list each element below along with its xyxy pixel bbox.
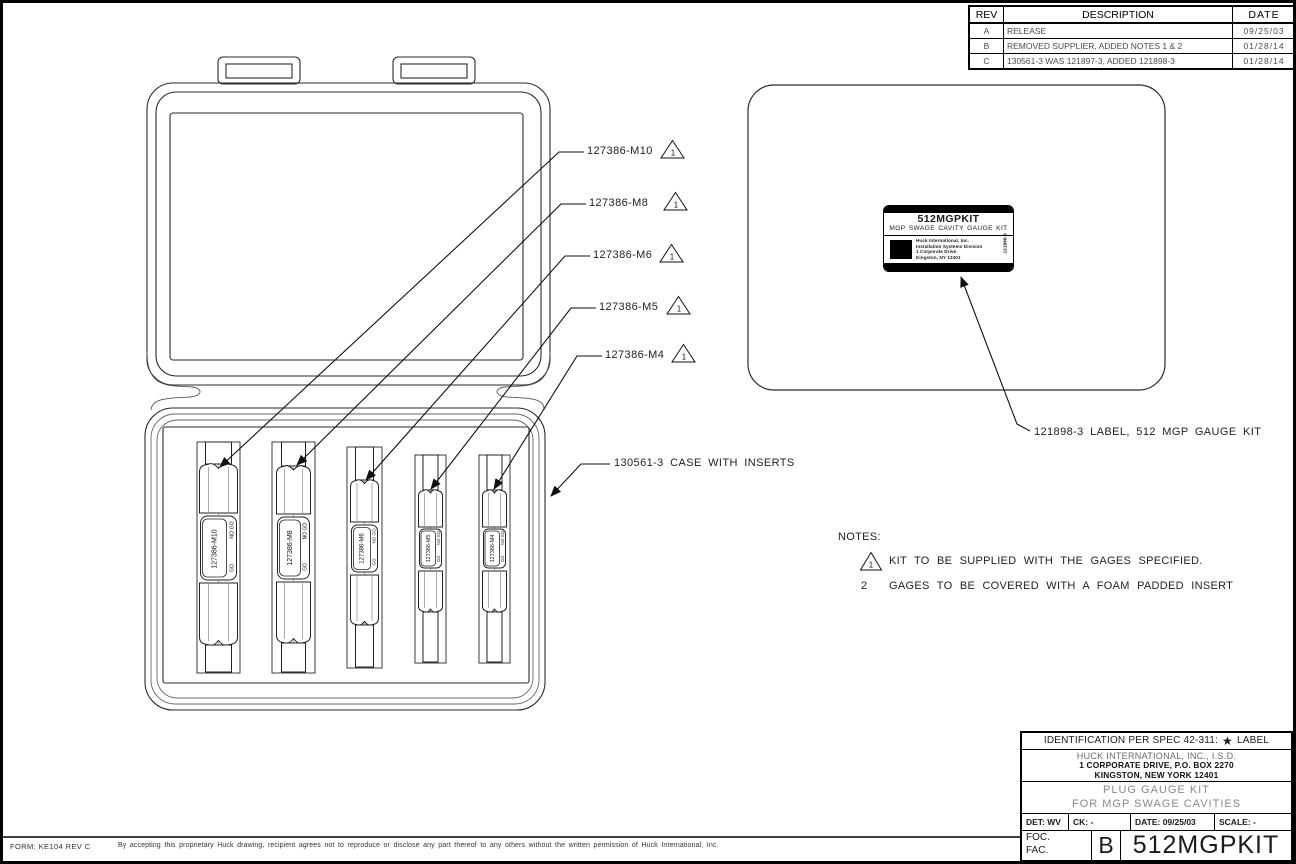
title-block-bottom-row: FOC. FAC. B 512MGPKIT: [1022, 831, 1291, 861]
gauge-m6-part-label: 127386-M6: [360, 533, 366, 564]
callout-gauge-m10: 127386-M10: [587, 145, 653, 157]
callout-gauge-m6: 127386-M6: [593, 249, 653, 261]
callout-gauge-m4: 127386-M4: [605, 349, 665, 361]
callout-gauge-m8: 127386-M8: [589, 197, 649, 209]
gauge-m8: 127386-M8 NO GO GO: [276, 441, 311, 673]
sheet-size: B: [1092, 831, 1121, 861]
kit-label-body: Huck International, Inc. Installation Sy…: [884, 232, 1013, 260]
desc-col-header: DESCRIPTION: [1004, 7, 1233, 22]
callout-flag-2: 1: [674, 201, 679, 210]
revision-table-header: REV DESCRIPTION DATE: [970, 7, 1295, 23]
gauge-m10-go-mark: GO: [229, 564, 235, 572]
callout-flag-5: 1: [682, 353, 687, 362]
gauge-m5: 127386-M5 NO GO GO: [418, 454, 443, 663]
star-icon: ★: [1222, 733, 1234, 748]
huck-logo-icon: [890, 239, 912, 259]
gauge-m8-part-label: 127386-M8: [287, 530, 294, 566]
rev-value: B: [970, 39, 1004, 53]
callout-flag-4: 1: [677, 305, 682, 314]
foc-fac-cell: FOC. FAC.: [1022, 831, 1092, 861]
address-line: 1 Corporate Drive: [916, 249, 957, 254]
note-flag-triangles: [659, 139, 883, 571]
rev-col-header: REV: [970, 7, 1004, 22]
note-2-number: 2: [861, 580, 868, 592]
rev-date: 09/25/03: [1243, 26, 1285, 36]
revision-row-c: C 130561-3 WAS 121897-3, ADDED 121898-3 …: [970, 53, 1295, 68]
rev-desc: REMOVED SUPPLIER, ADDED NOTES 1 & 2: [1004, 39, 1233, 53]
note-2-text: GAGES TO BE COVERED WITH A FOAM PADDED I…: [889, 580, 1234, 592]
revision-row-a: A RELEASE 09/25/03: [970, 23, 1295, 38]
case-lid-outline: [146, 56, 551, 411]
kit-label-address: Huck International, Inc. Installation Sy…: [916, 238, 998, 260]
foc-label: FOC.: [1026, 832, 1050, 844]
note-1-text: KIT TO BE SUPPLIED WITH THE GAGES SPECIF…: [889, 555, 1203, 567]
kit-label: 512MGPKIT MGP SWAGE CAVITY GAUGE KIT Huc…: [883, 205, 1014, 272]
company-address: 1 CORPORATE DRIVE, P.O. BOX 2270: [1079, 760, 1234, 771]
callout-flag-1: 1: [671, 149, 676, 158]
address-line: Installation Systems Division: [916, 243, 983, 249]
callout-gauge-m5: 127386-M5: [599, 301, 659, 313]
form-number: FORM: KE104 REV C: [10, 842, 91, 851]
title-block-company-row: HUCK INTERNATIONAL, INC., I.S.D. 1 CORPO…: [1022, 750, 1291, 783]
gauge-m5-go-mark: GO: [436, 555, 441, 562]
drawing-title-line-2: FOR MGP SWAGE CAVITIES: [1071, 797, 1242, 810]
gauge-m5-nogo-mark: NO GO: [436, 530, 441, 545]
rev-value: C: [970, 54, 1004, 68]
det-field: DET: WV: [1022, 814, 1069, 831]
fac-label: FAC.: [1026, 844, 1049, 856]
rev-date: 01/28/14: [1243, 56, 1285, 66]
notes-heading: NOTES:: [838, 531, 881, 543]
title-block-drawing-title: PLUG GAUGE KIT FOR MGP SWAGE CAVITIES: [1022, 782, 1291, 815]
leader-lines: [219, 151, 1031, 497]
date-col-header: DATE: [1248, 8, 1280, 21]
ck-field: CK: -: [1069, 814, 1131, 831]
kit-label-title: 512MGPKIT: [917, 213, 980, 225]
address-line: Kingston, NY 12401: [916, 254, 961, 260]
title-block: IDENTIFICATION PER SPEC 42-311: ★ LABEL …: [1020, 731, 1293, 862]
revision-table: REV DESCRIPTION DATE A RELEASE 09/25/03 …: [968, 5, 1296, 70]
proprietary-disclaimer: By accepting this proprietary Huck drawi…: [118, 842, 719, 849]
kit-label-side-number: 121898-3: [1003, 232, 1009, 253]
company-city: KINGSTON, NEW YORK 12401: [1094, 769, 1219, 780]
callout-kit-label: 121898-3 LABEL, 512 MGP GAUGE KIT: [1034, 426, 1262, 438]
gauge-m4: 127386-M4 NO GO GO: [482, 454, 507, 663]
scale-field: SCALE: -: [1219, 817, 1256, 828]
kit-label-bottom-bar: [884, 263, 1013, 271]
label-word: LABEL: [1237, 735, 1270, 747]
case-closed-outline: [747, 84, 1166, 391]
rev-value: A: [970, 24, 1004, 38]
gauge-m8-go-mark: GO: [303, 563, 309, 571]
gauge-m8-nogo-mark: NO GO: [303, 523, 309, 540]
gauge-m10-nogo-mark: NO GO: [229, 521, 235, 538]
rev-desc: 130561-3 WAS 121897-3, ADDED 121898-3: [1004, 54, 1233, 68]
gauge-m6-nogo-mark: NO GO: [371, 528, 376, 544]
rev-date: 01/28/14: [1243, 41, 1285, 51]
identification-text: IDENTIFICATION PER SPEC 42-311:: [1043, 735, 1219, 747]
title-block-identification-row: IDENTIFICATION PER SPEC 42-311: ★ LABEL: [1022, 733, 1291, 750]
note-flag-1: 1: [869, 561, 874, 570]
callout-flag-3: 1: [670, 253, 675, 262]
gauge-m4-go-mark: GO: [500, 555, 505, 562]
gauge-m10-part-label: 127386-M10: [211, 529, 218, 568]
gauge-m5-part-label: 127386-M5: [426, 535, 432, 563]
gauge-m6: 127386-M6 NO GO GO: [350, 446, 379, 668]
drawing-title-line-1: PLUG GAUGE KIT: [1103, 784, 1210, 797]
company-name: HUCK INTERNATIONAL, INC., I.S.D.: [1076, 751, 1237, 762]
kit-label-subtitle: MGP SWAGE CAVITY GAUGE KIT: [884, 225, 1013, 236]
rev-desc: RELEASE: [1004, 24, 1233, 38]
callout-case: 130561-3 CASE WITH INSERTS: [614, 457, 795, 469]
gauge-m4-nogo-mark: NO GO: [500, 530, 505, 545]
gauge-m10: 127386-M10 NO GO GO: [199, 441, 238, 673]
address-line: Huck International, Inc.: [916, 238, 969, 243]
kit-label-top-bar: [884, 206, 1013, 213]
title-block-meta-row: DET: WV CK: - DATE: 09/25/03 SCALE: -: [1022, 814, 1291, 832]
gauge-m4-part-label: 127386-M4: [490, 535, 496, 563]
date-field: DATE: 09/25/03: [1131, 814, 1215, 831]
gauge-m6-go-mark: GO: [371, 558, 376, 566]
drawing-number: 512MGPKIT: [1132, 831, 1280, 860]
revision-row-b: B REMOVED SUPPLIER, ADDED NOTES 1 & 2 01…: [970, 38, 1295, 53]
